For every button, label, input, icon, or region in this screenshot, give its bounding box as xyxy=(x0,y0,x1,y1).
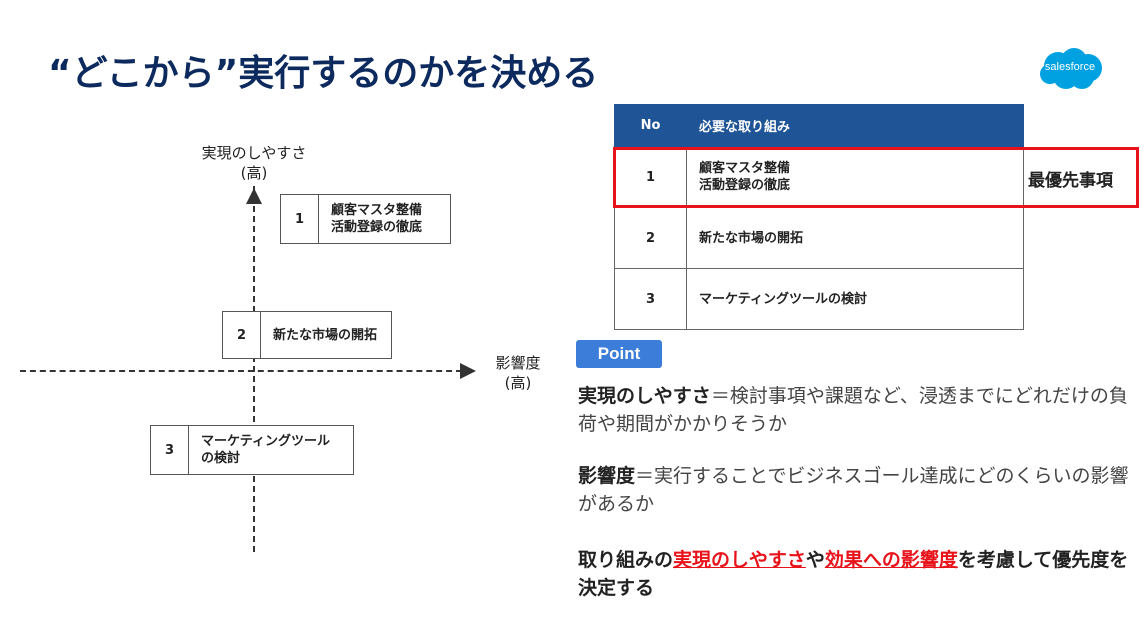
point-conclusion: 取り組みの実現のしやすさや効果への影響度を考慮して優先度を決定する xyxy=(578,546,1138,602)
table-header-no: No xyxy=(614,104,687,147)
matrix-box-line1: マーケティングツール xyxy=(201,434,330,449)
matrix-box-line1: 顧客マスタ整備 xyxy=(331,203,423,218)
priority-label: 最優先事項 xyxy=(1028,171,1113,191)
matrix-box-text: 顧客マスタ整備 活動登録の徹底 xyxy=(319,195,450,243)
y-axis-label: 実現のしやすさ (高) xyxy=(186,143,322,183)
table-cell-no: 3 xyxy=(614,268,687,330)
matrix-box-number: 2 xyxy=(223,312,261,358)
table-header-item: 必要な取り組み xyxy=(686,104,1024,147)
table-row: 1 顧客マスタ整備 活動登録の徹底 xyxy=(614,146,1024,208)
y-axis-label-line1: 実現のしやすさ xyxy=(201,144,307,162)
x-axis-line xyxy=(20,370,462,372)
conclusion-part-b: や xyxy=(805,549,825,571)
point-badge: Point xyxy=(576,340,662,368)
table-row: 3 マーケティングツールの検討 xyxy=(614,268,1024,330)
matrix-box-line2: 活動登録の徹底 xyxy=(331,220,423,235)
x-axis-arrow-icon xyxy=(460,363,476,379)
y-axis-arrow-icon xyxy=(246,188,262,204)
initiatives-table: No 必要な取り組み 1 顧客マスタ整備 活動登録の徹底 2 新たな市場の開拓 … xyxy=(614,104,1024,330)
page-title: “どこから”実行するのかを決める xyxy=(48,53,599,94)
table-cell-item: 新たな市場の開拓 xyxy=(686,207,1024,269)
x-axis-label-line2: (高) xyxy=(504,374,532,392)
salesforce-cloud-icon xyxy=(1040,48,1102,89)
matrix-box-1: 1 顧客マスタ整備 活動登録の徹底 xyxy=(280,194,451,244)
term-impact-desc: ＝実行することでビジネスゴール達成にどのくらいの影響があるか xyxy=(578,465,1129,515)
x-axis-label: 影響度 (高) xyxy=(478,353,558,393)
matrix-box-text: マーケティングツール の検討 xyxy=(189,426,353,474)
table-cell-item: 顧客マスタ整備 活動登録の徹底 xyxy=(686,146,1024,208)
logo-text: salesforce xyxy=(1044,61,1096,73)
matrix-box-3: 3 マーケティングツール の検討 xyxy=(150,425,354,475)
conclusion-emphasis-impact: 効果への影響度 xyxy=(824,549,958,571)
matrix-box-line1: 新たな市場の開拓 xyxy=(273,327,378,343)
conclusion-emphasis-feasibility: 実現のしやすさ xyxy=(673,549,806,571)
point-paragraph-2: 影響度＝実行することでビジネスゴール達成にどのくらいの影響があるか xyxy=(578,462,1138,518)
table-cell-line1: 顧客マスタ整備 xyxy=(699,161,791,176)
y-axis-line xyxy=(253,186,255,552)
priority-highlight-box xyxy=(613,147,1139,208)
table-cell-line2: 活動登録の徹底 xyxy=(699,178,791,193)
table-row: 2 新たな市場の開拓 xyxy=(614,207,1024,269)
matrix-box-number: 1 xyxy=(281,195,319,243)
salesforce-logo: salesforce xyxy=(1036,46,1104,92)
y-axis-label-line2: (高) xyxy=(240,164,268,182)
table-header-row: No 必要な取り組み xyxy=(614,104,1024,147)
point-paragraph-1: 実現のしやすさ＝検討事項や課題など、浸透までにどれだけの負荷や期間がかかりそうか xyxy=(578,382,1138,438)
term-feasibility: 実現のしやすさ xyxy=(578,385,711,407)
matrix-box-2: 2 新たな市場の開拓 xyxy=(222,311,392,359)
term-impact: 影響度 xyxy=(578,465,636,487)
table-cell-no: 2 xyxy=(614,207,687,269)
matrix-box-number: 3 xyxy=(151,426,189,474)
matrix-box-line2: の検討 xyxy=(201,451,241,466)
table-cell-item: マーケティングツールの検討 xyxy=(686,268,1024,330)
matrix-box-text: 新たな市場の開拓 xyxy=(261,312,391,358)
conclusion-part-c: を考慮して優先度を決定する xyxy=(578,549,1129,599)
term-feasibility-desc: ＝検討事項や課題など、浸透までにどれだけの負荷や期間がかかりそうか xyxy=(578,385,1128,435)
x-axis-label-line1: 影響度 xyxy=(495,354,541,372)
conclusion-part-a: 取り組みの xyxy=(578,549,674,571)
